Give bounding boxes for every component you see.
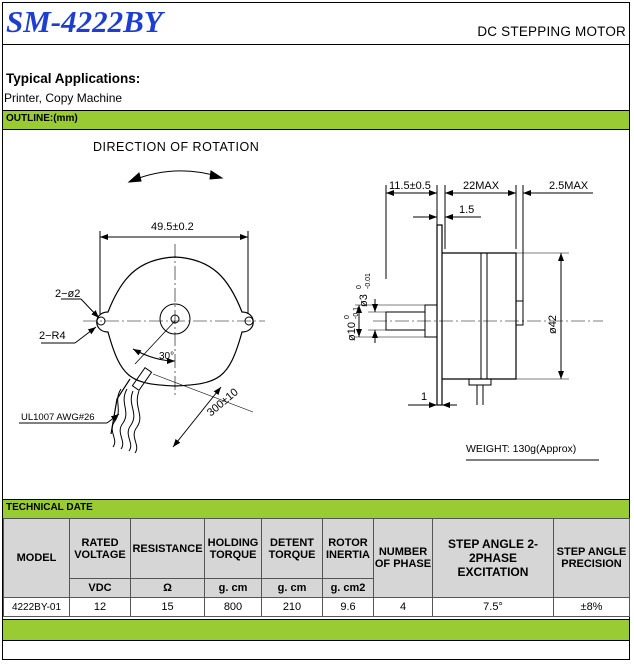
lead-wire-3 [127,390,135,452]
unit-holding-torque: g. cm [204,578,262,598]
radius-leader [74,326,97,344]
flange-dimension-text: 11.5±0.5 [389,180,431,192]
technical-section-bar: TECHNICAL DATE [3,499,629,519]
diameter-dimension-text: ø42 [547,315,559,334]
footer-bar [3,619,629,641]
header-step-angle: STEP ANGLE 2-2PHASE EXCITATION [432,518,554,598]
header-detent-torque: DETENT TORQUE [261,518,323,579]
side-motor-body [442,252,517,380]
outline-section-bar: OUTLINE:(mm) [3,110,629,130]
product-type: DC STEPPING MOTOR [477,24,626,39]
cell-rated-voltage: 12 [69,597,131,617]
applications-heading: Typical Applications: [6,71,141,86]
mounting-hole-left [96,316,106,326]
shaft-tolerance-top: 0 [356,285,363,289]
shaft-tolerance-text: -0.01 [365,273,372,289]
rotation-arc [130,170,221,182]
cell-step-angle: 7.5° [432,597,554,617]
outline-section-label: OUTLINE:(mm) [6,113,78,124]
shaft-boss [159,303,191,335]
side-rear-bump [515,300,524,326]
side-terminal-block [468,378,492,386]
boss-tolerance-top: 0 [344,315,351,319]
cell-rotor-inertia: 9.6 [322,597,374,617]
table-header-row: MODEL RATED VOLTAGE RESISTANCE HOLDING T… [3,518,630,598]
unit-detent-torque: g. cm [261,578,323,598]
hole-dimension-text: 2−ø2 [55,288,80,300]
header-step-angle-precision: STEP ANGLE PRECISION [553,518,630,598]
thickness-text: 1 [421,391,427,403]
direction-of-rotation-label: DIRECTION OF ROTATION [93,140,259,154]
lead-exit [110,378,131,435]
rear-dimension-text: 2.5MAX [549,180,589,192]
header-model: MODEL [3,518,70,598]
wire-label-text: UL1007 AWG#26 [21,412,95,423]
header-rated-voltage: RATED VOLTAGE [69,518,131,579]
step-dimension-text: 1.5 [459,204,474,216]
angle-arc [132,348,176,364]
header-resistance: RESISTANCE [130,518,205,579]
shaft-center [170,314,180,324]
header-number-of-phase: NUMBER OF PHASE [373,518,433,598]
technical-section-label: TECHNICAL DATE [6,502,93,513]
lead-length-text: 300±10 [205,386,241,419]
cell-step-angle-precision: ±8% [553,597,630,617]
mounting-hole-right [244,316,254,326]
applications-text: Printer, Copy Machine [4,91,123,105]
cell-detent-torque: 210 [261,597,323,617]
technical-table: MODEL RATED VOLTAGE RESISTANCE HOLDING T… [3,518,630,617]
cell-holding-torque: 800 [204,597,262,617]
outline-drawing: DIRECTION OF ROTATION 49.5±0.2 2−ø2 2−R4… [3,129,629,499]
outline-drawing-svg: DIRECTION OF ROTATION 49.5±0.2 2−ø2 2−R4… [19,140,603,461]
shaft-dimension-text: ø3 [358,294,370,307]
side-flange-plate [436,224,443,406]
hole-leader [80,298,100,319]
table-unit-row: VDC Ω g. cm g. cm g. cm2 [4,578,630,598]
wire-label-leader [106,413,120,424]
lead-grommet [131,366,153,392]
header-rotor-inertia: ROTOR INERTIA [322,518,374,579]
lead-wire-2 [119,388,128,450]
angle-text: 30° [159,351,174,362]
unit-rated-voltage: VDC [69,578,131,598]
rotation-arrow-right [209,170,224,180]
boss-dimension-text: ø10 [346,322,358,341]
table-row: 4222BY-01 12 15 800 210 9.6 4 7.5° ±8% [3,597,630,617]
page-frame [2,2,630,660]
boss-tolerance-text: -0.1 [353,307,360,319]
model-title: SM-4222BY [6,4,163,39]
lead-length-dimension-line [172,386,222,448]
width-dimension-text: 49.5±0.2 [151,221,194,233]
unit-resistance: Ω [130,578,205,598]
rotation-arrow-left [127,172,142,183]
lead-wire-4 [133,390,141,454]
weight-text: WEIGHT: 130g(Approx) [466,443,576,455]
header-divider [2,44,630,45]
unit-rotor-inertia: g. cm2 [322,578,374,598]
cell-model: 4222BY-01 [3,597,70,617]
radius-dimension-text: 2−R4 [39,330,66,342]
body-dimension-text: 22MAX [463,180,500,192]
header-holding-torque: HOLDING TORQUE [204,518,262,579]
cell-number-of-phase: 4 [373,597,433,617]
cell-resistance: 15 [130,597,205,617]
